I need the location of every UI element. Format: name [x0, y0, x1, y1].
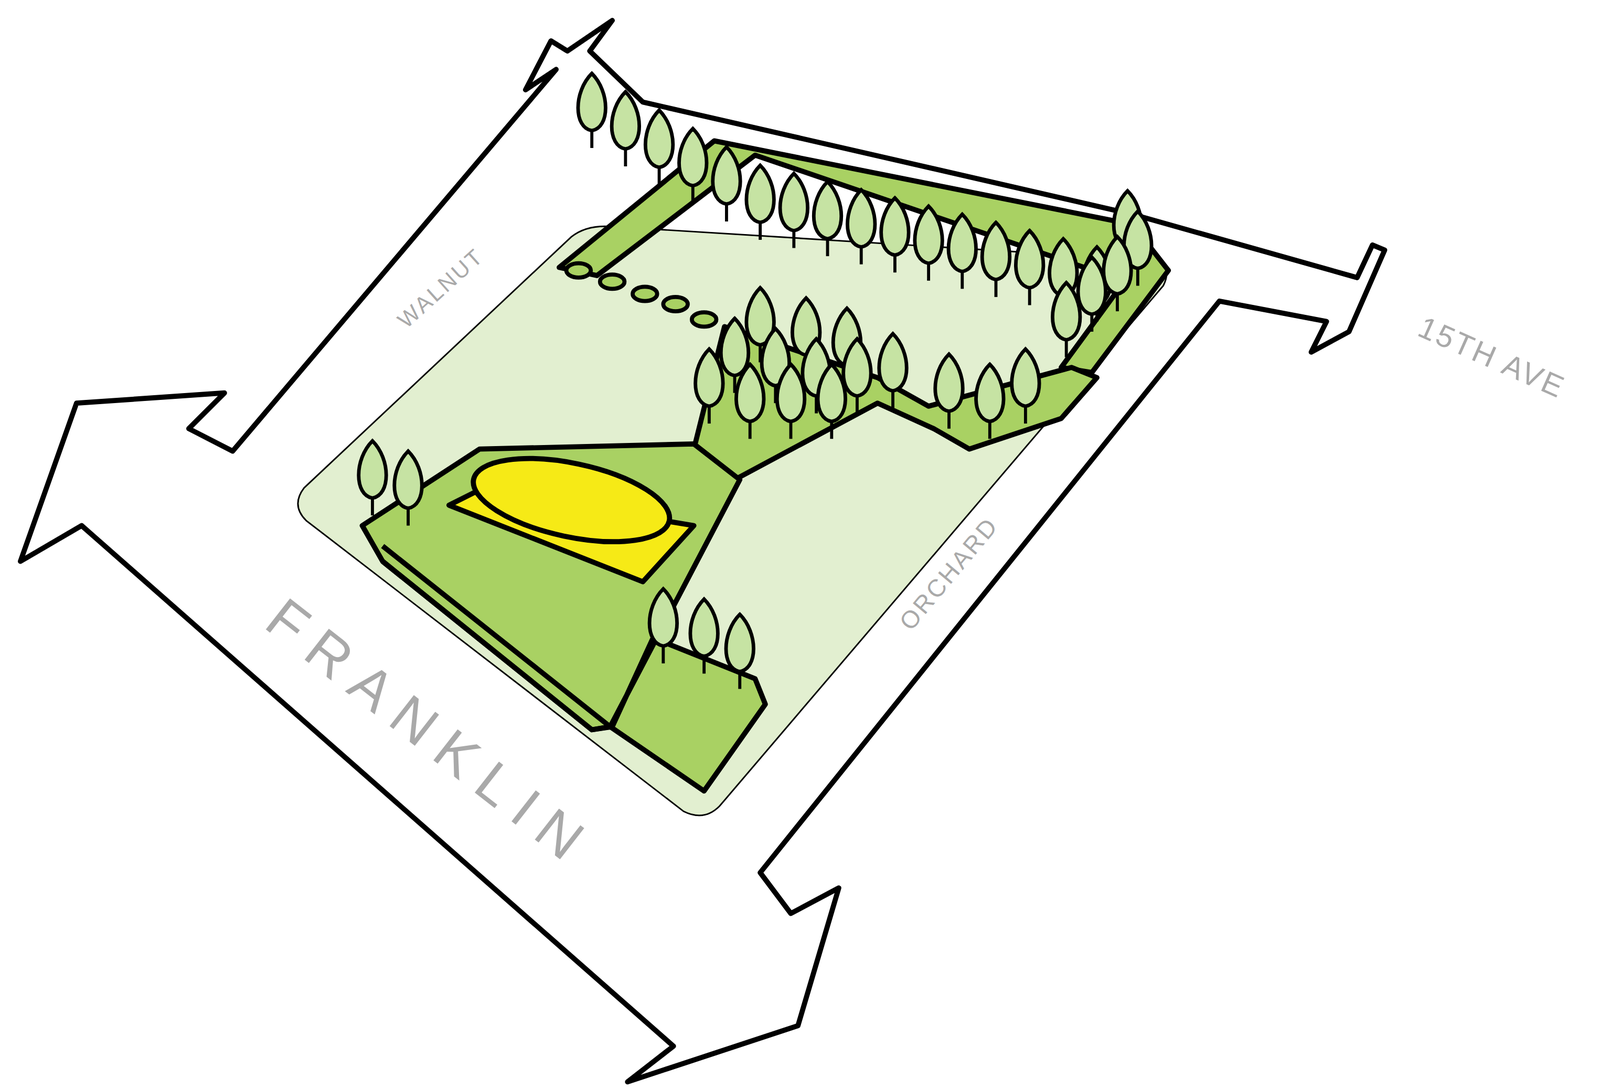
tree-canopy — [948, 214, 977, 272]
tree-canopy — [1078, 257, 1106, 315]
tree-canopy — [817, 364, 846, 422]
stepping-stones — [566, 263, 717, 327]
tree-canopy — [982, 222, 1010, 280]
stage-canopy — [465, 443, 677, 557]
tree-canopy — [695, 348, 724, 407]
tree-canopy — [726, 614, 754, 672]
tree-strip-middle — [694, 326, 1097, 480]
tree-canopy — [914, 206, 943, 264]
tree-canopy — [879, 333, 908, 391]
tree-canopy — [935, 354, 964, 412]
tree-canopy — [1011, 348, 1040, 407]
tree-canopy — [645, 110, 674, 168]
tree-canopy — [1103, 236, 1132, 294]
tree-canopy — [780, 173, 808, 231]
street-network — [20, 20, 1385, 1082]
tree-canopy — [736, 364, 764, 422]
tree-canopy — [690, 599, 719, 657]
tree-canopy — [881, 197, 910, 255]
tree-canopy — [712, 146, 741, 205]
tree-canopy — [847, 189, 876, 248]
tree-canopy — [1052, 282, 1081, 340]
tree-canopy — [358, 440, 387, 498]
tree-strip-north — [559, 140, 1169, 372]
tree-canopy — [1015, 230, 1044, 288]
tree-canopy — [976, 364, 1005, 422]
tree-canopy — [843, 338, 872, 397]
tree-canopy — [720, 318, 749, 376]
tree-canopy — [394, 451, 423, 509]
tree-canopy — [746, 165, 775, 223]
street-name: 15TH AVE — [1413, 311, 1570, 403]
tree-canopy — [813, 181, 842, 239]
tree-canopy — [649, 588, 678, 646]
tree-canopy — [578, 73, 606, 131]
tree-rows — [358, 73, 1152, 689]
tree-canopy — [776, 364, 805, 422]
tree-canopy — [678, 128, 707, 186]
tree-canopy — [611, 91, 640, 149]
